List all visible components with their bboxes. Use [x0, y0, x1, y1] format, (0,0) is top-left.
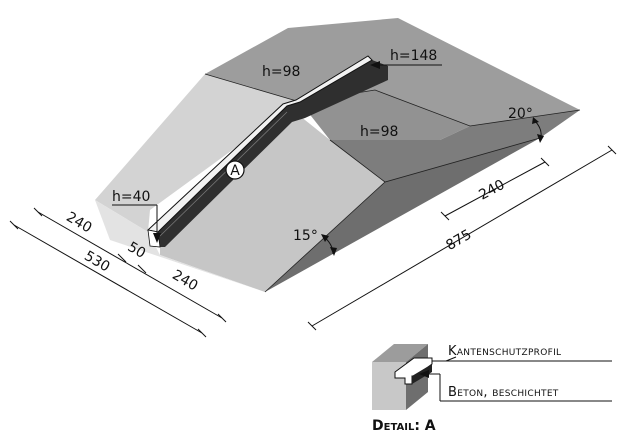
- top-left-face: [95, 74, 300, 232]
- dim-label-right-outer: 875: [443, 227, 474, 254]
- angle-label-right: 20°: [508, 106, 533, 122]
- detail-marker-label: A: [230, 163, 240, 179]
- dim-label-right-inner: 240: [476, 177, 507, 204]
- height-label-top-left: h=98: [262, 64, 300, 80]
- detail-a-illustration: [372, 344, 433, 410]
- left-slope-face: [95, 200, 265, 292]
- front-slope-face: [160, 108, 385, 292]
- detail-a-marker: A: [225, 160, 245, 180]
- detail-concrete-label: Beton, beschichtet: [448, 385, 559, 400]
- leader-h40: [112, 204, 161, 243]
- dim-label-left-b: 50: [125, 239, 148, 262]
- height-label-start: h=40: [112, 189, 150, 205]
- detail-caption: Detail: A: [372, 418, 436, 434]
- top-middle-face: [300, 90, 470, 140]
- leader-h148: [370, 61, 442, 69]
- detail-leader-concrete: [419, 370, 612, 402]
- angle-label-front: 15°: [293, 228, 318, 244]
- ridge-edge: [204, 73, 581, 127]
- dim-label-left-a: 240: [63, 209, 94, 236]
- height-label-top-right: h=148: [390, 48, 437, 64]
- detail-profile-label: Kantenschutzprofil: [448, 344, 561, 359]
- right-slope-face: [330, 110, 580, 182]
- height-label-middle: h=98: [360, 124, 398, 140]
- detail-leader-profile: [432, 356, 612, 362]
